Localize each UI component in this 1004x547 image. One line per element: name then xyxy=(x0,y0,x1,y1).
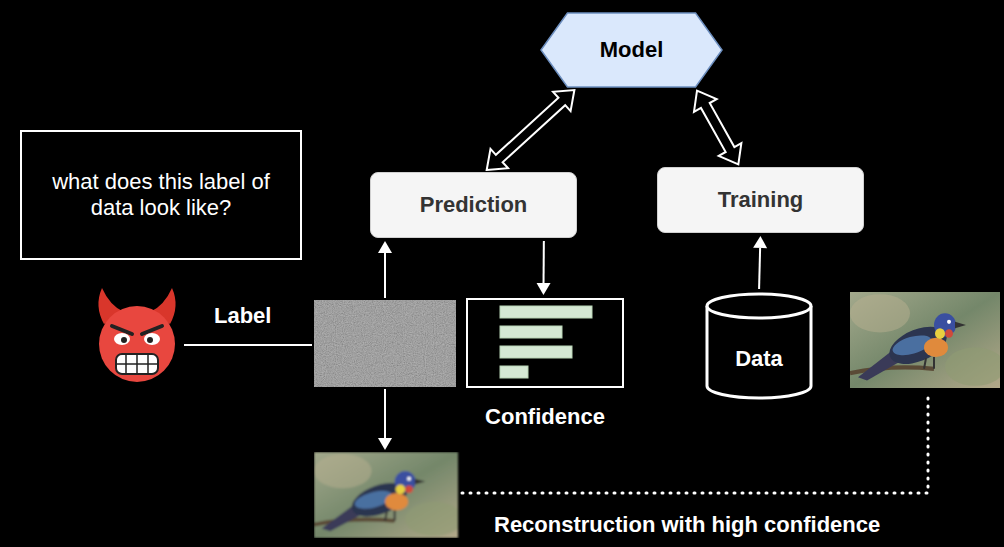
double-arrow xyxy=(487,90,575,170)
label-text: Label xyxy=(214,303,271,329)
database-cylinder: Data xyxy=(705,292,813,400)
confidence-bars xyxy=(500,306,592,378)
question-callout: what does this label of data look like? xyxy=(20,130,302,260)
node-text: Data xyxy=(735,346,783,372)
caption-text: Reconstruction with high confidence xyxy=(494,512,880,538)
model-hexagon: Model xyxy=(540,12,723,88)
double-arrow xyxy=(694,91,741,165)
node-text: Training xyxy=(718,187,804,213)
process-box: Training xyxy=(657,167,864,233)
node-text: Confidence xyxy=(466,404,624,430)
node-text: what does this label of data look like? xyxy=(36,169,286,222)
confidence-box: Confidence xyxy=(466,298,624,438)
confidence-frame xyxy=(466,298,624,388)
reconstruction-image xyxy=(314,452,463,538)
layout-arrow xyxy=(378,241,392,450)
process-box: Prediction xyxy=(370,172,577,238)
attacker-icon xyxy=(98,288,175,382)
label-line xyxy=(184,344,312,346)
flow-arrow xyxy=(537,241,551,295)
dotted-leader xyxy=(462,394,928,493)
node-text: Prediction xyxy=(420,192,528,218)
noise-image xyxy=(314,300,456,387)
node-text: Model xyxy=(600,37,664,63)
training-image xyxy=(850,292,1004,388)
flow-arrow xyxy=(753,236,767,289)
